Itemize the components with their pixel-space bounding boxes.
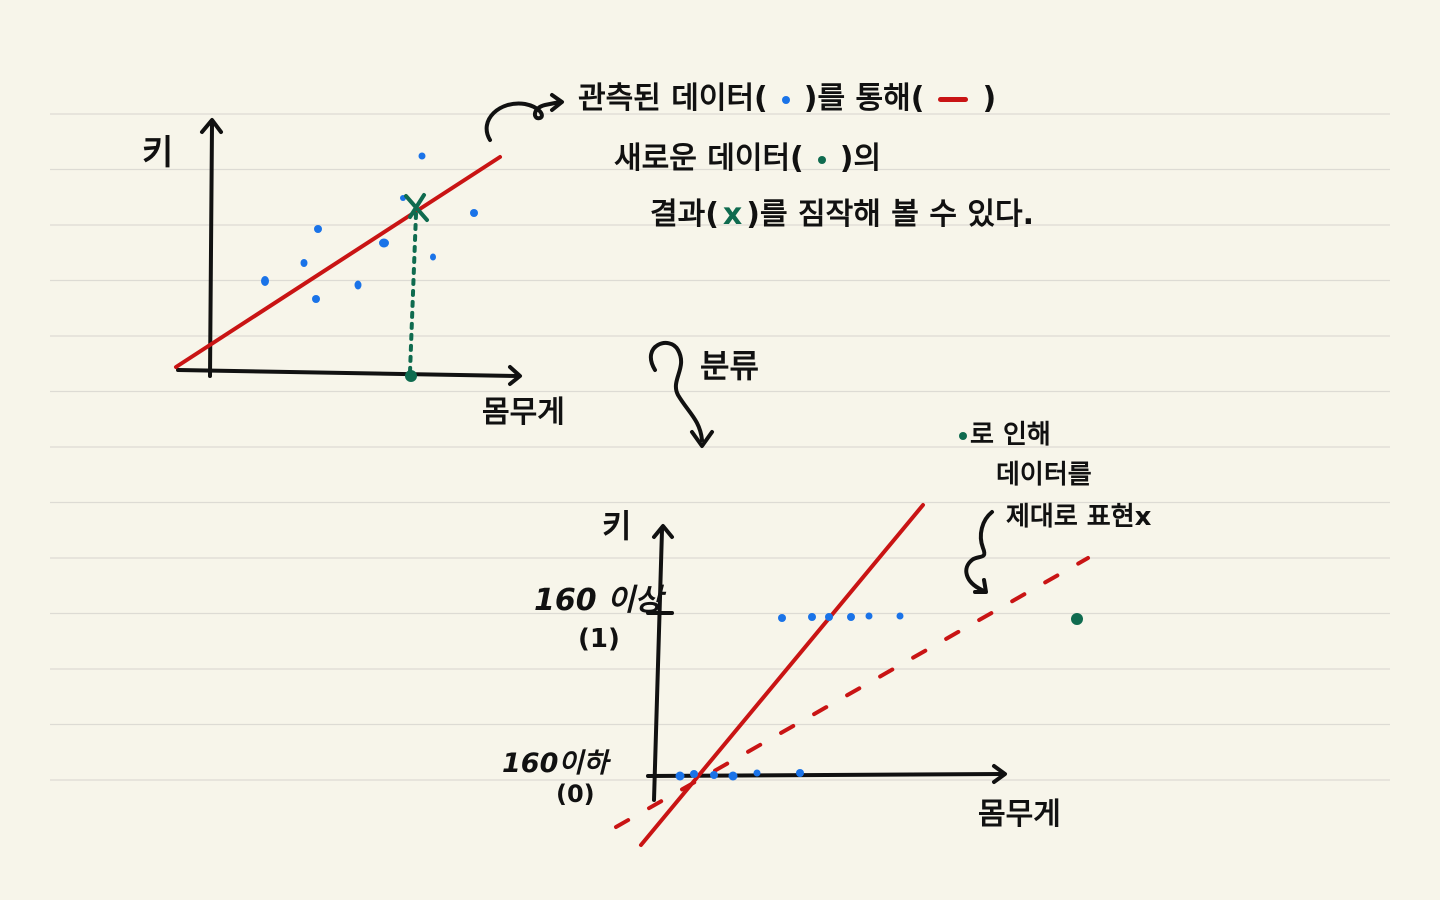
bottom-x-axis-label: 몸무게 xyxy=(978,797,1061,832)
bottom-y-axis-arrowhead xyxy=(652,524,674,539)
bottom-annotation-arrow xyxy=(964,510,994,592)
top-y-axis-arrowhead xyxy=(200,118,223,134)
bottom-y-axis-label: 키 xyxy=(602,507,632,545)
annotation-text: 결과( xyxy=(650,197,719,232)
new-data-point-on-axis xyxy=(405,370,417,382)
new-point-x-legend-icon: x xyxy=(722,197,743,232)
top-y-axis-label: 키 xyxy=(142,133,174,173)
observed-point xyxy=(808,613,816,621)
new-data-x-mark xyxy=(404,193,429,222)
observed-point xyxy=(470,209,478,217)
transition-arrow xyxy=(648,340,714,448)
annotation-text: )를 짐작해 볼 수 있다. xyxy=(746,197,1034,232)
observed-point xyxy=(825,613,833,621)
annotation-bottom-line2: 데이터를 xyxy=(996,460,1092,490)
projection-dotted-line xyxy=(408,212,418,374)
observed-point xyxy=(261,276,269,286)
tick-high-value: (1) xyxy=(578,624,620,654)
observed-point xyxy=(675,771,685,781)
class-1-points xyxy=(778,612,904,622)
top-y-axis xyxy=(208,123,214,378)
observed-point xyxy=(865,612,873,620)
annotation-text: )의 xyxy=(839,141,882,176)
annotation-dot xyxy=(959,432,967,440)
transition-label: 분류 xyxy=(700,347,759,385)
observed-point xyxy=(728,771,738,781)
outlier-point xyxy=(1071,613,1083,625)
regression-line-legend-icon xyxy=(938,97,969,102)
observed-point xyxy=(690,770,698,778)
tick-high-label: 160 이상 xyxy=(534,583,663,618)
bottom-solid-regression-line xyxy=(639,503,925,847)
observed-point xyxy=(896,612,904,620)
top-x-axis xyxy=(176,368,520,378)
new-point-legend-icon xyxy=(817,155,826,164)
bottom-plot xyxy=(614,432,1090,847)
observed-point xyxy=(312,295,320,303)
annotation-text: )를 통해( xyxy=(803,81,925,116)
observed-point xyxy=(418,152,426,160)
class-0-points xyxy=(675,769,804,781)
annotation-top-line2: 새로운 데이터( )의 xyxy=(614,144,881,174)
annotation-text: ) xyxy=(982,81,997,116)
annotation-hook-arrowhead xyxy=(550,93,564,112)
top-regression-line xyxy=(174,155,502,369)
curved-arrowhead xyxy=(690,430,714,448)
bottom-y-axis xyxy=(652,528,664,802)
bottom-x-axis-arrowhead xyxy=(992,764,1007,784)
observed-point xyxy=(430,253,436,261)
observed-point xyxy=(778,614,786,622)
observed-point xyxy=(847,613,855,621)
curved-arrow xyxy=(648,340,704,442)
bottom-annotation-arrowhead xyxy=(973,578,988,594)
bottom-x-axis xyxy=(646,772,1004,778)
annotation-text: 새로운 데이터( xyxy=(614,141,804,176)
top-x-axis-label: 몸무게 xyxy=(482,395,565,430)
tick-low-label: 160이하 xyxy=(502,748,609,779)
observed-point xyxy=(379,238,389,248)
annotation-bottom-line3: 제대로 표현x xyxy=(1006,502,1152,532)
annotation-top-line1: 관측된 데이터( )를 통해() xyxy=(578,84,996,114)
top-x-axis-arrowhead xyxy=(508,365,522,386)
notebook-rule-lines xyxy=(50,113,1390,781)
top-plot xyxy=(174,93,564,386)
observed-point xyxy=(354,280,362,290)
annotation-bottom-line1: 로 인해 xyxy=(970,420,1051,450)
top-observed-points xyxy=(261,152,478,303)
observed-point xyxy=(314,225,322,233)
observed-point xyxy=(753,769,761,777)
observed-point xyxy=(300,259,308,267)
annotation-hook-arrow xyxy=(484,100,562,142)
observed-point-legend-icon xyxy=(781,95,790,104)
observed-point xyxy=(796,769,804,777)
observed-point xyxy=(710,771,718,779)
tick-low-value: (0) xyxy=(556,780,595,808)
annotation-text: 관측된 데이터( xyxy=(578,81,768,116)
annotation-top-line3: 결과(x)를 짐작해 볼 수 있다. xyxy=(650,200,1034,230)
